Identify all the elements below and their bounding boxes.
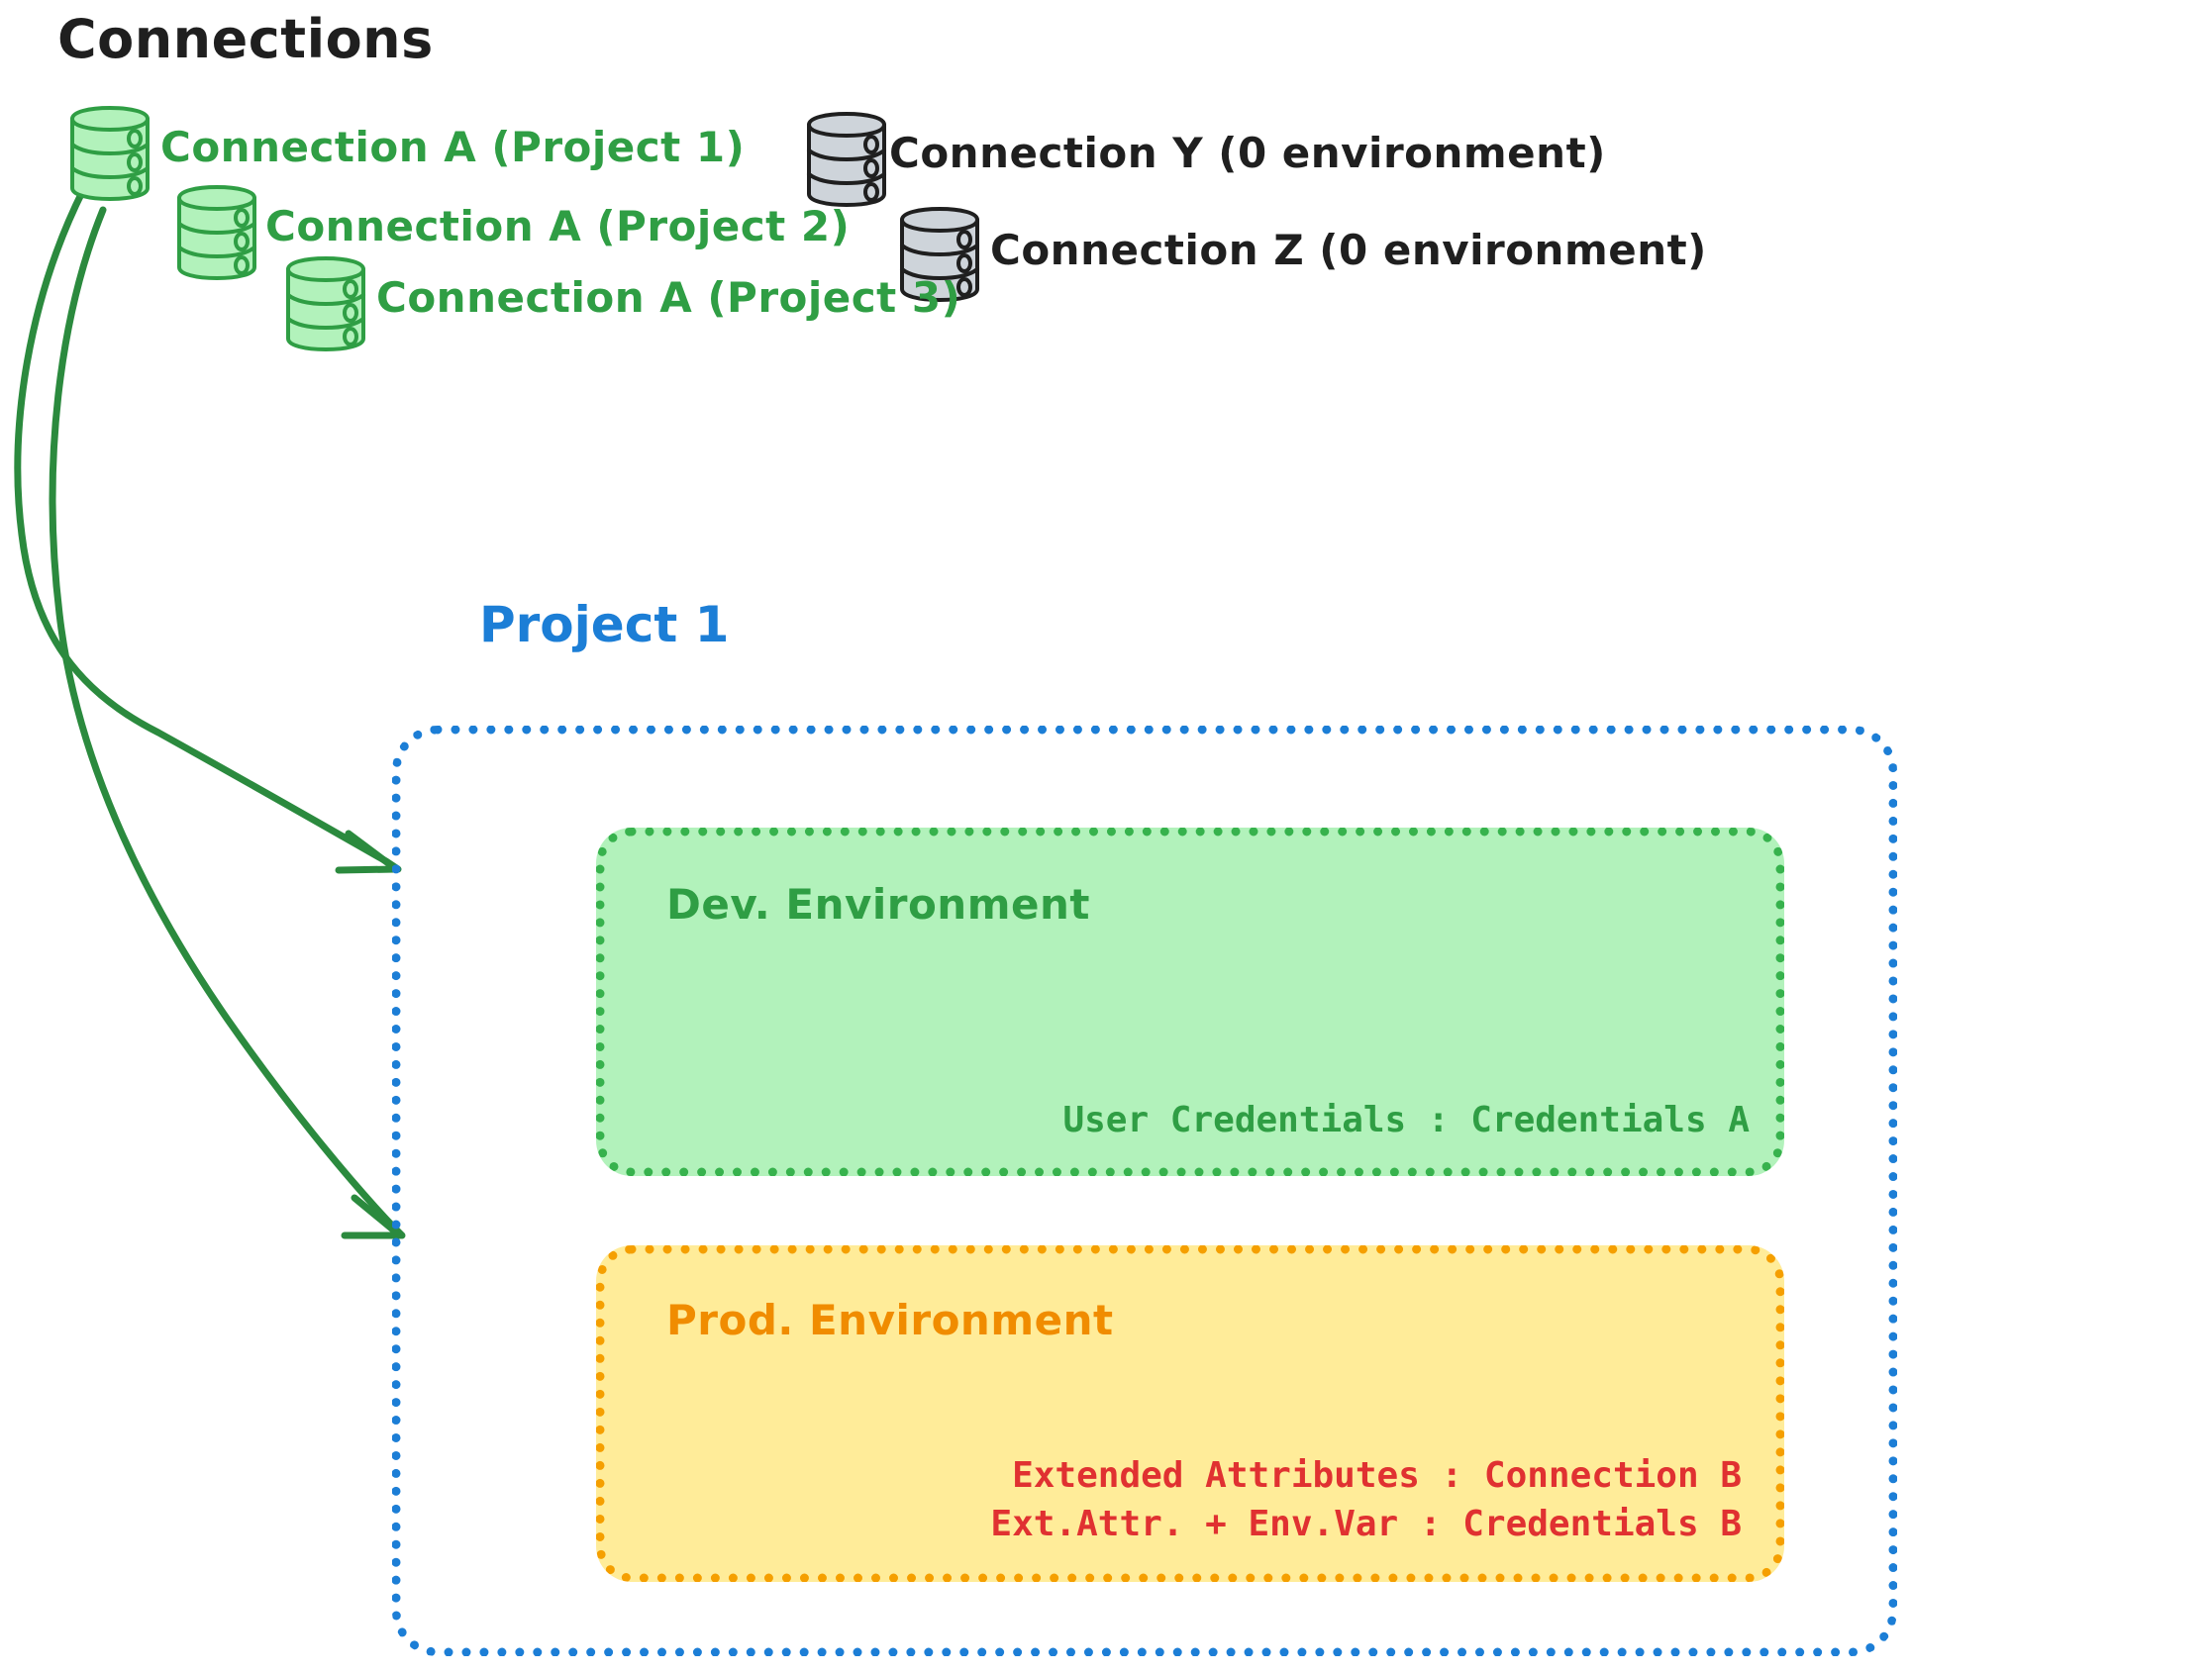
- prod-environment-box: Prod. Environment Extended Attributes : …: [596, 1245, 1784, 1582]
- database-cylinder-green-2: [174, 184, 259, 281]
- connection-label-y: Connection Y (0 environment): [889, 129, 1606, 177]
- connection-label-a-project-3: Connection A (Project 3): [376, 273, 961, 322]
- database-cylinder-gray-z: [897, 206, 982, 303]
- dev-environment-attributes: User Credentials : Credentials A: [1062, 1100, 1750, 1141]
- database-cylinder-gray-y: [804, 111, 889, 208]
- arrow-conn-a-to-prod-path: [49, 206, 406, 1239]
- connection-label-z: Connection Z (0 environment): [990, 226, 1707, 274]
- project-container: [392, 726, 1897, 1656]
- page-title: Connections: [57, 8, 434, 70]
- prod-environment-title: Prod. Environment: [666, 1296, 1114, 1344]
- database-cylinder-green-3: [283, 255, 368, 352]
- project-label: Project 1: [479, 596, 730, 653]
- prod-environment-attributes: Extended Attributes : Connection B Ext.A…: [990, 1455, 1742, 1545]
- dev-environment-box: Dev. Environment User Credentials : Cred…: [596, 828, 1784, 1176]
- connection-label-a-project-2: Connection A (Project 2): [265, 202, 851, 250]
- connection-label-a-project-1: Connection A (Project 1): [160, 123, 746, 171]
- database-cylinder-green-1: [67, 105, 152, 202]
- dev-environment-title: Dev. Environment: [666, 880, 1090, 929]
- arrow-conn-a-to-dev-head: [335, 830, 400, 874]
